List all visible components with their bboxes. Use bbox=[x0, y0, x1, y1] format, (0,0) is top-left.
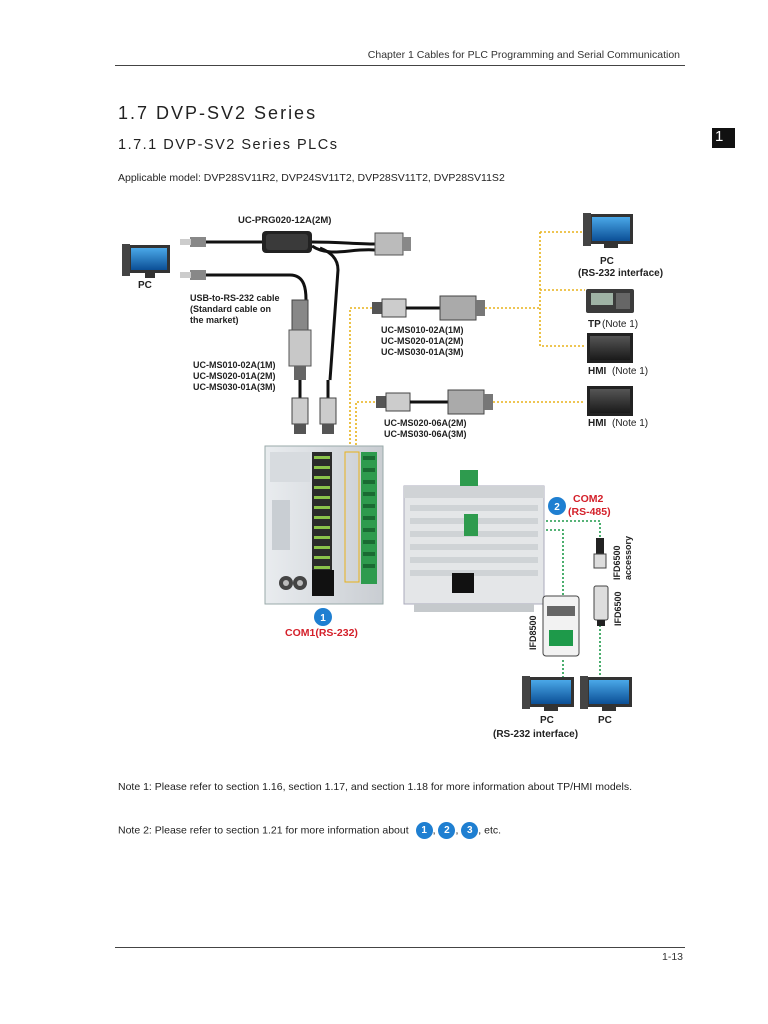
com1-badge bbox=[314, 608, 332, 626]
ifd6500-label: IFD6500 bbox=[613, 591, 623, 626]
com1-badge-num: 1 bbox=[320, 613, 326, 624]
subsection-title: 1.7.1 DVP-SV2 Series PLCs bbox=[118, 137, 339, 153]
ms-left-label-2: UC-MS020-01A(2M) bbox=[193, 371, 276, 381]
pc-bottom-b-icon bbox=[580, 676, 632, 711]
com2-badge-num: 2 bbox=[554, 502, 560, 513]
ifd8500-label: IFD8500 bbox=[528, 615, 538, 650]
pc-left-icon bbox=[122, 244, 170, 278]
ms06-label-1: UC-MS020-06A(2M) bbox=[384, 418, 467, 428]
hmi-1-icon bbox=[587, 333, 633, 363]
pc-bottom-a-label: PC bbox=[540, 715, 554, 726]
pc-bottom-iface: (RS-232 interface) bbox=[493, 729, 578, 740]
com2-label-1: COM2 bbox=[573, 493, 603, 505]
ifd8500-icon bbox=[542, 595, 580, 657]
plc-side-view bbox=[403, 470, 545, 612]
ms06-label-2: UC-MS030-06A(3M) bbox=[384, 429, 467, 439]
note-sep-2: , bbox=[455, 824, 459, 837]
hmi2-label: HMI bbox=[588, 418, 607, 429]
hmi1-label: HMI bbox=[588, 366, 607, 377]
tp-label: TP bbox=[588, 319, 601, 330]
note-2-suffix: , etc. bbox=[478, 824, 502, 837]
section-title: 1.7 DVP-SV2 Series bbox=[118, 103, 318, 123]
pc-left-label: PC bbox=[138, 280, 152, 291]
pc-right-iface: (RS-232 interface) bbox=[578, 268, 663, 279]
ifd6500-acc-label-1: IFD6500 bbox=[612, 545, 622, 580]
com1-label: COM1(RS-232) bbox=[285, 627, 358, 639]
ifd6500-acc-label-2: accessory bbox=[623, 536, 633, 580]
plc-front-view bbox=[264, 445, 384, 605]
note-2-prefix: Note 2: Please refer to section 1.21 for… bbox=[118, 824, 409, 837]
note-1: Note 1: Please refer to section 1.16, se… bbox=[118, 781, 632, 793]
cable-prg-label: UC-PRG020-12A(2M) bbox=[238, 215, 331, 226]
hmi2-note: (Note 1) bbox=[612, 418, 648, 429]
usb-plug-2 bbox=[180, 270, 206, 280]
usb-cable-label-2: (Standard cable on bbox=[190, 304, 271, 314]
hmi1-note: (Note 1) bbox=[612, 366, 648, 377]
pc-bottom-a-icon bbox=[522, 676, 574, 711]
page-number: 1-13 bbox=[661, 951, 683, 963]
usb-cable-label-3: the market) bbox=[190, 315, 239, 325]
com2-badge bbox=[548, 497, 566, 515]
hmi-2-icon bbox=[587, 386, 633, 416]
note-badge-2: 2 bbox=[438, 822, 456, 839]
ms-right-label-1: UC-MS010-02A(1M) bbox=[381, 325, 464, 335]
footer-rule bbox=[115, 947, 685, 948]
com2-label-2: (RS-485) bbox=[568, 506, 611, 518]
ms-cable-mid bbox=[372, 295, 485, 321]
pc-right-icon bbox=[583, 213, 633, 248]
mini-din-left-b bbox=[319, 397, 337, 434]
usb-plug-1 bbox=[180, 237, 206, 247]
ms06-cable bbox=[376, 389, 493, 415]
note-badge-1: 1 bbox=[415, 822, 433, 839]
tp-panel-icon bbox=[586, 289, 634, 313]
ms-right-label-2: UC-MS020-01A(2M) bbox=[381, 336, 464, 346]
db9-vertical-connector bbox=[288, 299, 312, 380]
mini-din-left-a bbox=[291, 397, 309, 434]
tp-note: (Note 1) bbox=[602, 319, 638, 330]
chapter-tab: 1 bbox=[712, 128, 735, 148]
ms-left-label-3: UC-MS030-01A(3M) bbox=[193, 382, 276, 392]
note-badge-3: 3 bbox=[461, 822, 479, 839]
usb-cable-label-1: USB-to-RS-232 cable bbox=[190, 293, 280, 303]
header-rule bbox=[115, 65, 685, 66]
ifd6500-icon bbox=[593, 585, 609, 626]
pc-bottom-b-label: PC bbox=[598, 715, 612, 726]
running-header: Chapter 1 Cables for PLC Programming and… bbox=[367, 49, 680, 61]
note-2: Note 2: Please refer to section 1.21 for… bbox=[118, 822, 501, 839]
applicable-models: Applicable model: DVP28SV11R2, DVP24SV11… bbox=[118, 172, 505, 184]
ifd6500-accessory-icon bbox=[593, 538, 607, 569]
note-sep-1: , bbox=[432, 824, 436, 837]
db9-top-connector bbox=[374, 232, 411, 256]
ms-left-label-1: UC-MS010-02A(1M) bbox=[193, 360, 276, 370]
ms-right-label-3: UC-MS030-01A(3M) bbox=[381, 347, 464, 357]
pc-right-label: PC bbox=[600, 256, 614, 267]
